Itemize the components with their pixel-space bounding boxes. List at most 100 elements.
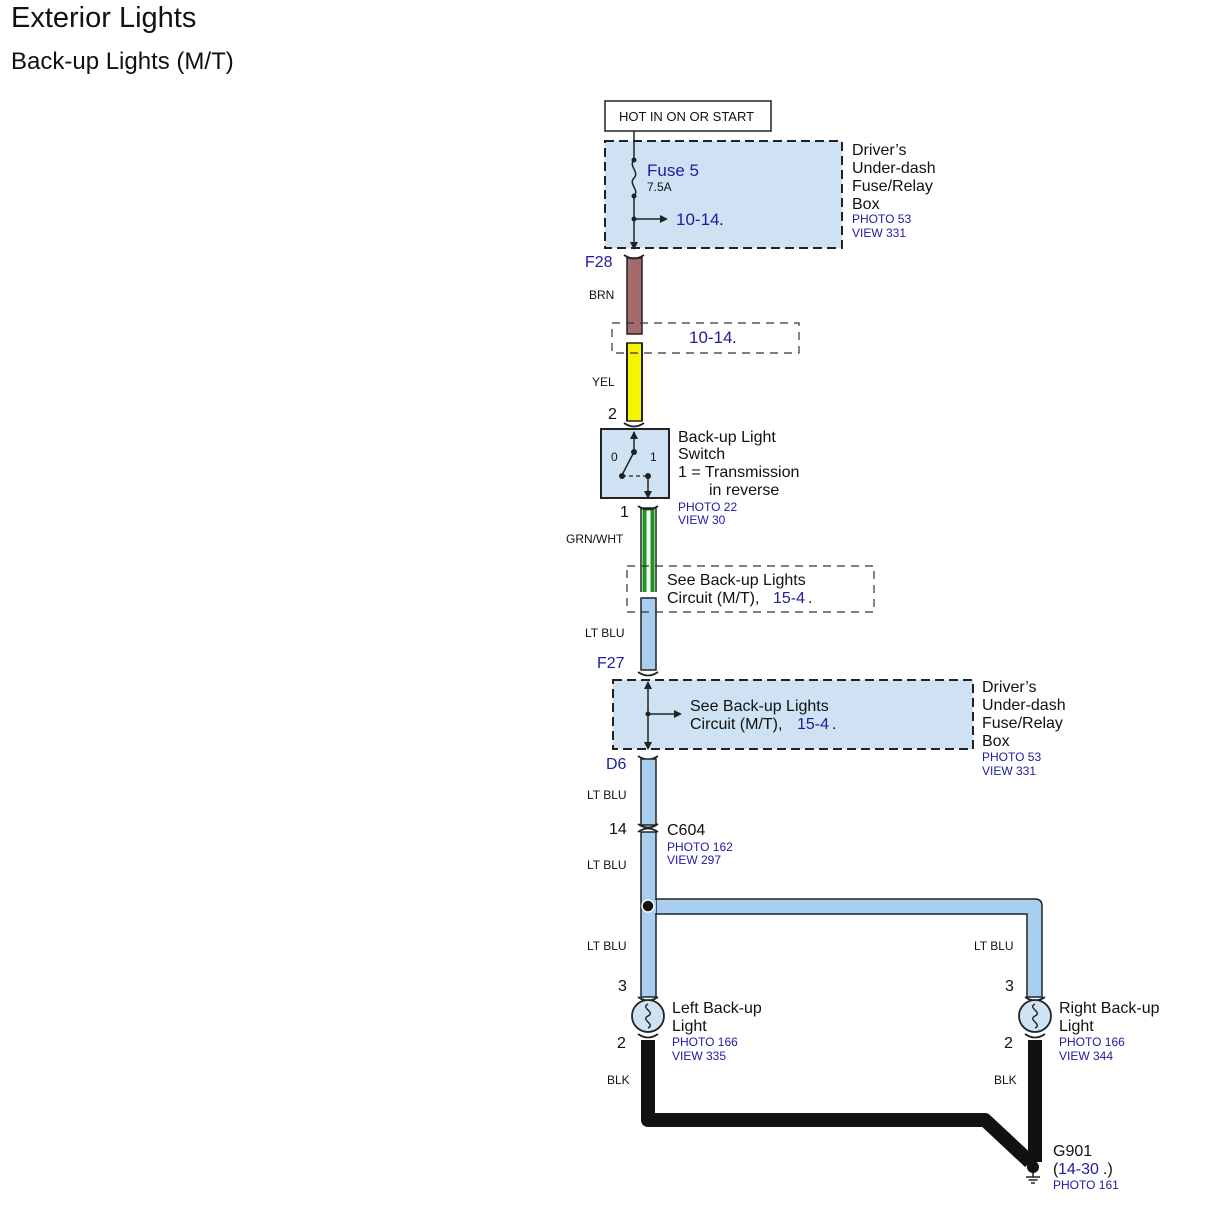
terminal-left-in: 3 xyxy=(618,978,627,995)
fuse-box-mid-line1: See Back-up Lights xyxy=(690,698,829,715)
arrow-right-icon xyxy=(660,215,668,223)
terminal-f27: F27 xyxy=(597,655,625,672)
fuse-box-mid-view-link[interactable]: VIEW 331 xyxy=(982,764,1036,778)
arrow-right-icon xyxy=(674,710,682,718)
fuse-box-top-photo-link[interactable]: PHOTO 53 xyxy=(852,212,911,226)
wire-lt-blu-3 xyxy=(640,831,657,998)
fuse-ref-link[interactable]: 10-14 xyxy=(676,210,719,229)
connector-c604-name: C604 xyxy=(667,822,705,839)
arrow-down-icon xyxy=(630,242,638,250)
ground-ref-close: .) xyxy=(1103,1161,1113,1178)
fuse-box-mid-name-3: Fuse/Relay xyxy=(982,715,1063,732)
see-circuit-1-dot: . xyxy=(808,590,812,607)
right-light-name-1: Right Back-up xyxy=(1059,1000,1160,1017)
switch-photo-link[interactable]: PHOTO 22 xyxy=(678,500,737,514)
wire-label-lt-blu-1: LT BLU xyxy=(585,626,625,640)
ground-name: G901 xyxy=(1053,1143,1092,1160)
fuse-box-top-name-4: Box xyxy=(852,196,880,213)
terminal-left-out: 2 xyxy=(617,1035,626,1052)
wire-label-grn-wht: GRN/WHT xyxy=(566,532,624,546)
wire-label-lt-blu-2: LT BLU xyxy=(587,788,627,802)
wire-splice-gap xyxy=(640,592,657,597)
fuse-box-mid-dot: . xyxy=(832,716,836,733)
splice-ref-box xyxy=(611,322,800,354)
switch-name-1: Back-up Light xyxy=(678,429,776,446)
terminal-switch-in: 2 xyxy=(608,406,617,423)
see-circuit-box-1 xyxy=(626,565,875,613)
left-light-view-link[interactable]: VIEW 335 xyxy=(672,1049,726,1063)
see-circuit-1-line1: See Back-up Lights xyxy=(667,572,806,589)
switch-pos-0: 0 xyxy=(611,450,618,464)
connector-c604-view-link[interactable]: VIEW 297 xyxy=(667,853,721,867)
fuse-ref-dot: . xyxy=(719,210,724,229)
terminal-left-out-mark xyxy=(637,1033,659,1039)
ground-ref-link[interactable]: 14-30 xyxy=(1058,1161,1099,1178)
terminal-right-out-mark xyxy=(1024,1033,1046,1039)
arrow-down-icon xyxy=(644,742,652,750)
wire-label-lt-blu-right: LT BLU xyxy=(974,939,1014,953)
arrow-down-icon xyxy=(644,491,652,499)
wire-lt-blu-1 xyxy=(640,597,657,671)
bulb-filament-icon xyxy=(645,1003,651,1029)
terminal-switch-in-mark xyxy=(623,422,645,428)
wire-label-blk-right: BLK xyxy=(994,1073,1017,1087)
backup-light-switch xyxy=(600,428,670,499)
terminal-switch-out-mark xyxy=(637,505,659,511)
switch-name-2: Switch xyxy=(678,446,725,463)
fuse-box-mid-name-2: Under-dash xyxy=(982,697,1066,714)
ground-ref-open: ( xyxy=(1053,1161,1059,1178)
fuse-box-top-view-link[interactable]: VIEW 331 xyxy=(852,226,906,240)
fuse-box-mid-photo-link[interactable]: PHOTO 53 xyxy=(982,750,1041,764)
connector-c604-mark-bottom xyxy=(637,827,659,833)
fuse-rating: 7.5A xyxy=(647,180,672,194)
wire-label-yel: YEL xyxy=(592,375,615,389)
switch-pos-1: 1 xyxy=(650,450,657,464)
terminal-f28: F28 xyxy=(585,254,613,271)
fuse-box-top-name-1: Driver’s xyxy=(852,142,907,159)
terminal-right-in: 3 xyxy=(1005,978,1014,995)
wire-label-brn: BRN xyxy=(589,288,614,302)
fuse-box-mid-link[interactable]: 15-4 xyxy=(797,716,829,733)
page-subtitle: Back-up Lights (M/T) xyxy=(11,48,234,75)
wire-label-lt-blu-3: LT BLU xyxy=(587,858,627,872)
switch-blade xyxy=(621,451,635,476)
terminal-d6: D6 xyxy=(606,756,627,773)
fuse-box-mid-name-1: Driver’s xyxy=(982,679,1037,696)
wire-label-blk-left: BLK xyxy=(607,1073,630,1087)
right-light-photo-link[interactable]: PHOTO 166 xyxy=(1059,1035,1125,1049)
bulb-filament-icon xyxy=(1032,1003,1038,1029)
see-circuit-1-link[interactable]: 15-4 xyxy=(773,590,805,607)
ground-point xyxy=(1027,1161,1039,1173)
switch-note-2: in reverse xyxy=(709,482,779,499)
see-circuit-1-line2: Circuit (M/T), xyxy=(667,590,759,607)
terminal-switch-out: 1 xyxy=(620,504,629,521)
fuse-name: Fuse 5 xyxy=(647,161,699,180)
left-light-name-1: Left Back-up xyxy=(672,1000,762,1017)
page-title: Exterior Lights xyxy=(11,2,197,34)
terminal-right-out: 2 xyxy=(1004,1035,1013,1052)
power-source-label: HOT IN ON OR START xyxy=(619,109,754,124)
connector-c604-photo-link[interactable]: PHOTO 162 xyxy=(667,840,733,854)
wire-lt-blu-2 xyxy=(640,758,657,826)
switch-view-link[interactable]: VIEW 30 xyxy=(678,513,726,527)
wire-blk-left xyxy=(641,1040,1035,1168)
arrow-up-icon xyxy=(644,681,652,689)
wire-yel xyxy=(626,342,643,422)
fuse-box-mid-name-4: Box xyxy=(982,733,1010,750)
right-light-name-2: Light xyxy=(1059,1018,1094,1035)
fuse-5-symbol xyxy=(631,159,637,197)
right-light-view-link[interactable]: VIEW 344 xyxy=(1059,1049,1113,1063)
terminal-f28-mark xyxy=(623,254,645,260)
splice-ref-dot: . xyxy=(732,328,737,347)
fuse-box-top-name-3: Fuse/Relay xyxy=(852,178,933,195)
connector-c604-mark-top xyxy=(637,823,659,829)
fuse-box-top-name-2: Under-dash xyxy=(852,160,936,177)
switch-note-1: 1 = Transmission xyxy=(678,464,799,481)
splice-point xyxy=(641,899,655,913)
left-light-photo-link[interactable]: PHOTO 166 xyxy=(672,1035,738,1049)
wire-label-lt-blu-4: LT BLU xyxy=(587,939,627,953)
splice-ref-link[interactable]: 10-14 xyxy=(689,328,732,347)
ground-photo-link[interactable]: PHOTO 161 xyxy=(1053,1178,1119,1192)
fuse-box-top xyxy=(604,140,843,249)
